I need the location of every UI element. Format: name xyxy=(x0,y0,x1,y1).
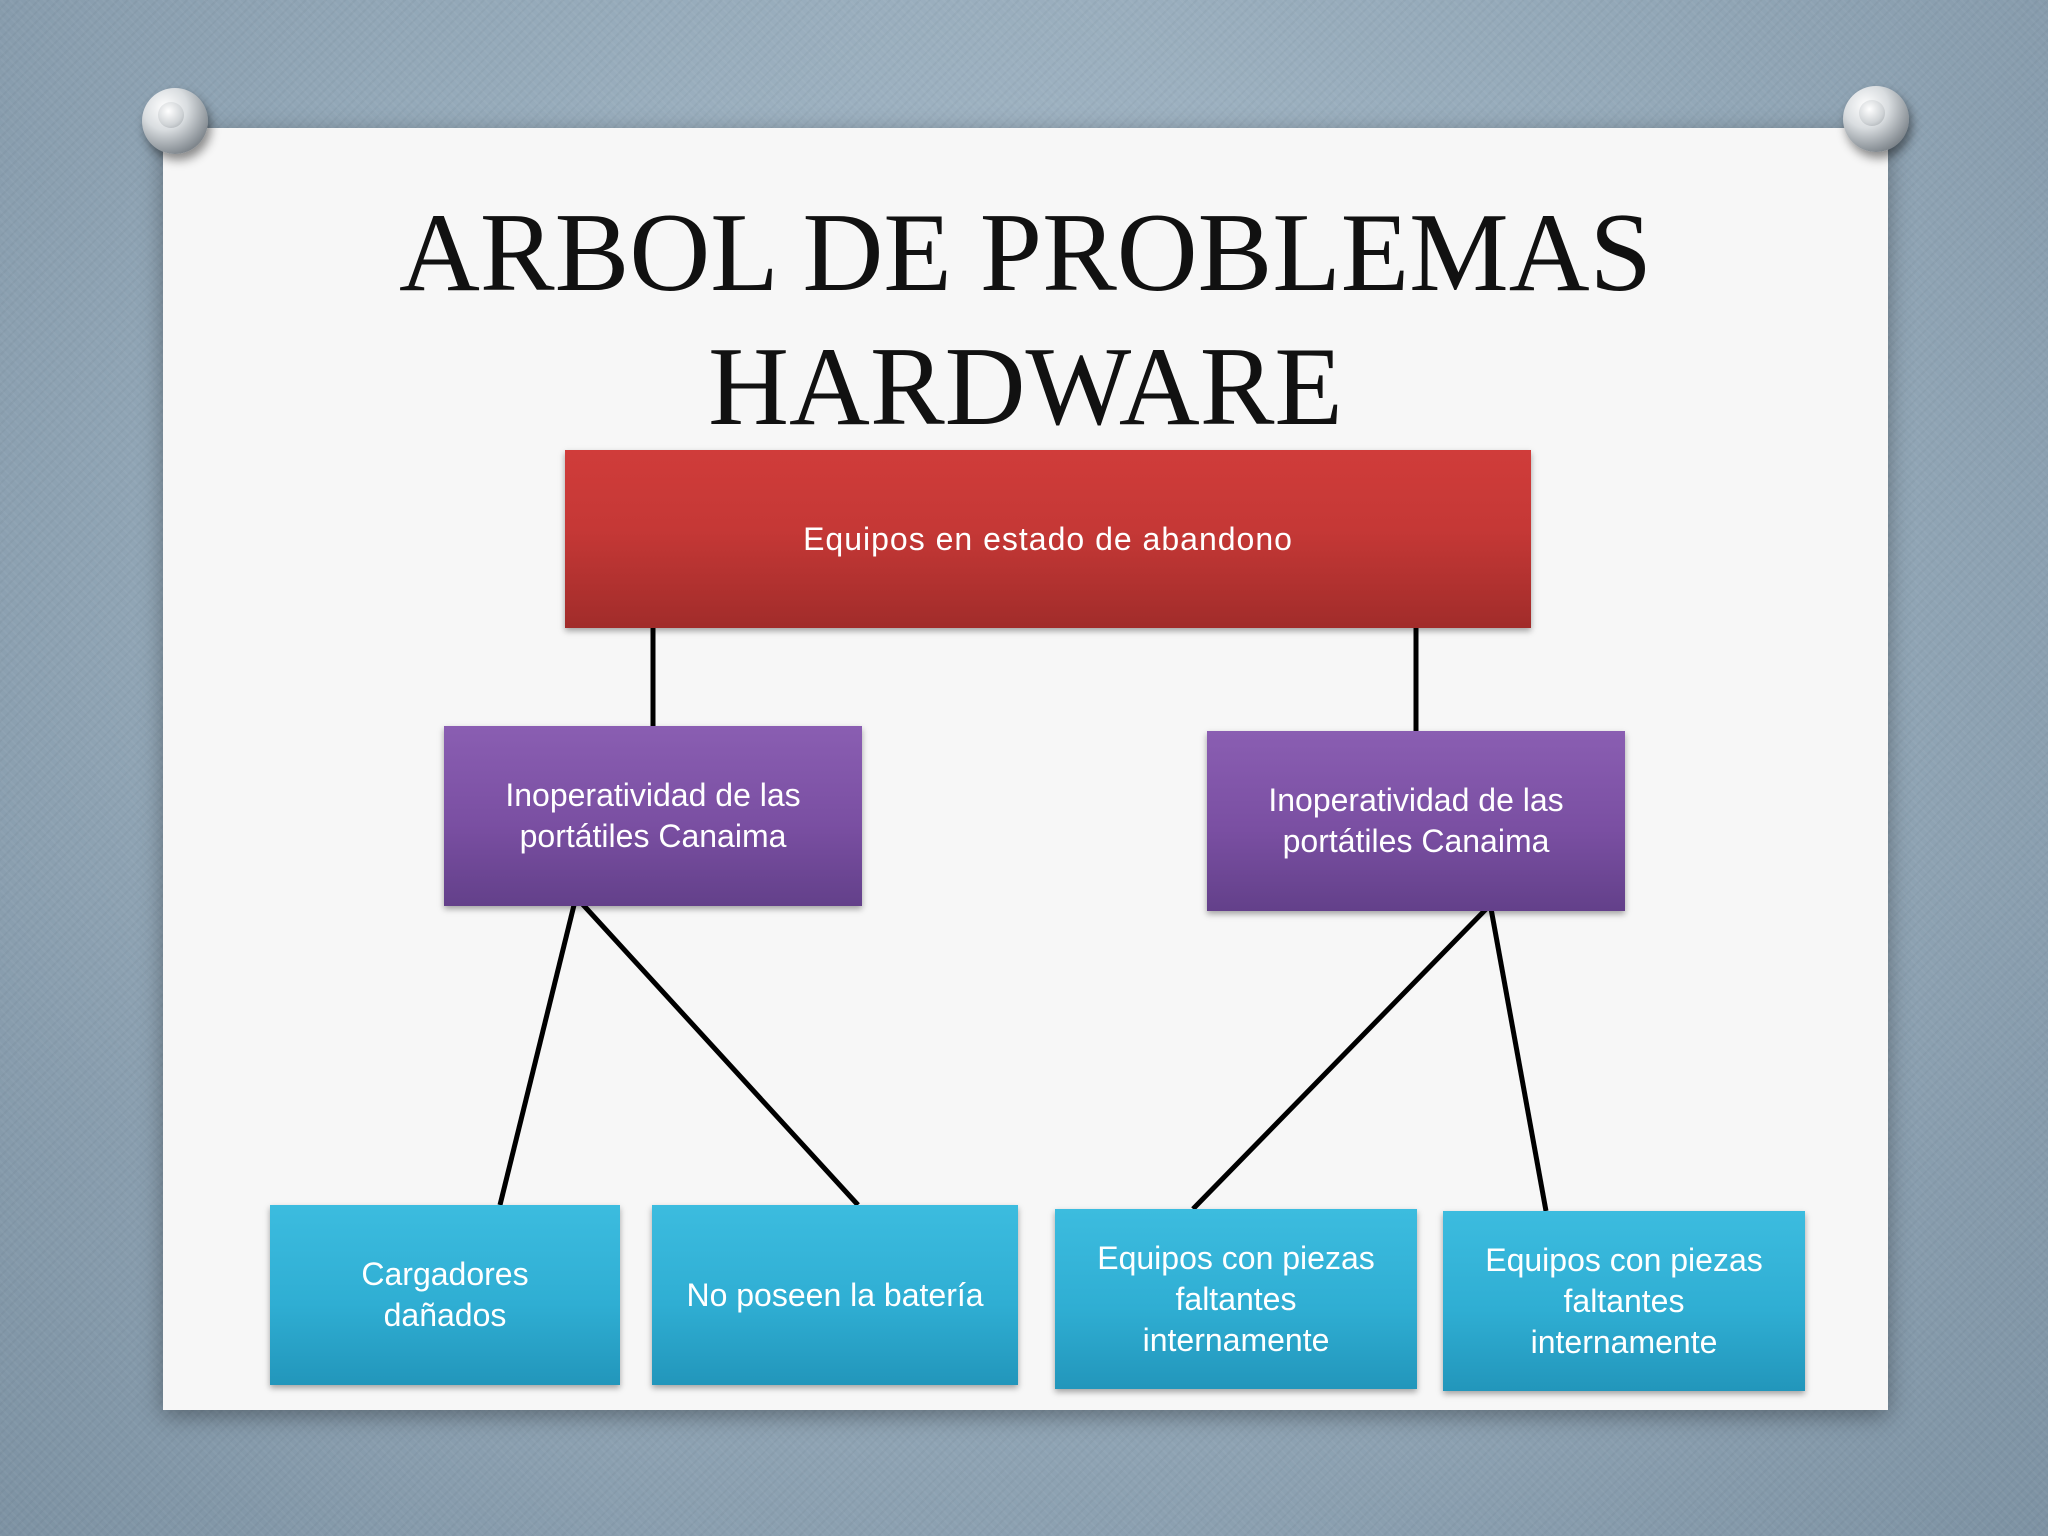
connector-left-to-leaf2 xyxy=(574,895,860,1207)
leaf-label-chargers: Cargadores dañados xyxy=(361,1256,529,1333)
branch-label-left: Inoperatividad de las portátiles Canaima xyxy=(505,777,801,854)
branch-label-right: Inoperatividad de las portátiles Canaima xyxy=(1268,782,1564,859)
leaf-label-missing-parts-1: Equipos con piezas faltantes internament… xyxy=(1097,1239,1375,1358)
slide-title-line2: HARDWARE xyxy=(708,325,1343,449)
connector-right-to-leaf3 xyxy=(1191,901,1494,1211)
leaf-box-chargers: Cargadores dañados xyxy=(270,1205,620,1385)
connector-left-to-leaf1 xyxy=(497,896,579,1206)
branch-box-right: Inoperatividad de las portátiles Canaima xyxy=(1207,731,1625,911)
leaf-box-missing-parts-2: Equipos con piezas faltantes internament… xyxy=(1443,1211,1805,1391)
pushpin-icon xyxy=(142,88,208,154)
leaf-label-missing-parts-2: Equipos con piezas faltantes internament… xyxy=(1485,1241,1763,1360)
leaf-box-battery: No poseen la batería xyxy=(652,1205,1018,1385)
pushpin-icon xyxy=(1843,86,1909,152)
connector-right-to-leaf4 xyxy=(1487,902,1549,1212)
leaf-label-battery: No poseen la batería xyxy=(686,1276,984,1313)
root-problem-box: Equipos en estado de abandono xyxy=(565,450,1531,628)
root-problem-label: Equipos en estado de abandono xyxy=(803,521,1293,557)
slide-title-line1: ARBOL DE PROBLEMAS xyxy=(399,191,1652,315)
leaf-box-missing-parts-1: Equipos con piezas faltantes internament… xyxy=(1055,1209,1417,1389)
branch-box-left: Inoperatividad de las portátiles Canaima xyxy=(444,726,862,906)
